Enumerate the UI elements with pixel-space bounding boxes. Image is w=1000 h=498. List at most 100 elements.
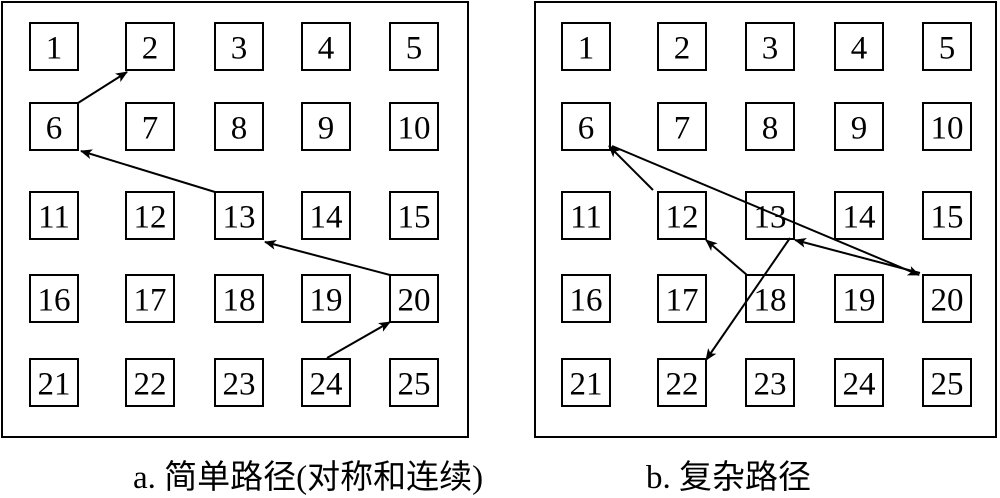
grid-cell: 15 — [922, 191, 972, 240]
cell-label: 3 — [762, 31, 779, 67]
cell-box — [657, 358, 707, 407]
cell-box — [301, 274, 351, 323]
grid-cell: 24 — [301, 358, 351, 407]
cell-label: 6 — [46, 111, 63, 147]
cell-box — [214, 191, 264, 240]
cell-label: 20 — [398, 283, 431, 319]
cell-box — [125, 274, 175, 323]
cell-box — [657, 274, 707, 323]
cell-box — [125, 22, 175, 71]
grid-cell: 24 — [834, 358, 884, 407]
grid-cell: 2 — [657, 22, 707, 71]
cell-box — [29, 358, 79, 407]
grid-cell: 22 — [657, 358, 707, 407]
cell-label: 19 — [310, 283, 343, 319]
cell-label: 23 — [754, 367, 787, 403]
cell-label: 11 — [570, 200, 602, 236]
cell-label: 7 — [674, 111, 691, 147]
grid-cell: 8 — [745, 102, 795, 151]
cell-box — [301, 358, 351, 407]
cell-label: 13 — [223, 200, 256, 236]
cell-label: 7 — [142, 111, 159, 147]
grid-cell: 11 — [29, 191, 79, 240]
cell-label: 22 — [134, 367, 167, 403]
cell-box — [301, 191, 351, 240]
cell-label: 24 — [310, 367, 343, 403]
grid-cell: 1 — [29, 22, 79, 71]
grid-cell: 7 — [125, 102, 175, 151]
grid-cell: 20 — [922, 274, 972, 323]
grid-cell: 8 — [214, 102, 264, 151]
cell-box — [389, 274, 439, 323]
cell-label: 22 — [666, 367, 699, 403]
caption-simple-path: a. 简单路径(对称和连续) — [133, 460, 484, 496]
cell-box — [214, 358, 264, 407]
cell-label: 10 — [931, 111, 964, 147]
cell-box — [561, 274, 611, 323]
grid-cell: 9 — [301, 102, 351, 151]
cell-box — [834, 22, 884, 71]
grid-cell: 22 — [125, 358, 175, 407]
path-arrow-13-to-22 — [705, 237, 791, 361]
grid-cell: 2 — [125, 22, 175, 71]
cell-label: 5 — [939, 31, 956, 67]
cell-label: 9 — [318, 111, 335, 147]
cell-label: 14 — [310, 200, 343, 236]
cell-box — [389, 102, 439, 151]
cell-label: 6 — [578, 111, 595, 147]
cell-box — [657, 191, 707, 240]
cell-box — [922, 102, 972, 151]
cell-box — [834, 274, 884, 323]
cell-box — [29, 102, 79, 151]
cell-box — [834, 358, 884, 407]
cell-label: 14 — [843, 200, 876, 236]
cell-label: 23 — [223, 367, 256, 403]
grid-cell: 9 — [834, 102, 884, 151]
cell-label: 17 — [666, 283, 699, 319]
cell-box — [29, 191, 79, 240]
cell-box — [745, 22, 795, 71]
cell-box — [29, 274, 79, 323]
grid-cell: 25 — [922, 358, 972, 407]
cell-label: 3 — [231, 31, 248, 67]
grid-cell: 17 — [125, 274, 175, 323]
cell-box — [745, 191, 795, 240]
panel-frame — [1, 1, 469, 438]
grid-cell: 25 — [389, 358, 439, 407]
cell-box — [922, 274, 972, 323]
grid-cell: 11 — [561, 191, 611, 240]
cell-box — [214, 22, 264, 71]
path-arrow-18-to-12 — [705, 239, 748, 276]
cell-label: 18 — [223, 283, 256, 319]
grid-cell: 14 — [834, 191, 884, 240]
cell-box — [301, 102, 351, 151]
cell-box — [214, 274, 264, 323]
cell-box — [922, 358, 972, 407]
cell-label: 4 — [851, 31, 868, 67]
cell-label: 4 — [318, 31, 335, 67]
cell-label: 25 — [398, 367, 431, 403]
grid-cell: 4 — [301, 22, 351, 71]
path-arrow-12-to-6 — [608, 145, 654, 191]
path-arrow-20-to-13 — [794, 237, 921, 274]
cell-label: 1 — [578, 31, 595, 67]
grid-cell: 3 — [745, 22, 795, 71]
grid-cell: 18 — [745, 274, 795, 323]
cell-label: 10 — [398, 111, 431, 147]
cell-label: 21 — [38, 367, 71, 403]
cell-box — [561, 191, 611, 240]
cell-box — [301, 22, 351, 71]
cell-box — [125, 102, 175, 151]
cell-box — [657, 22, 707, 71]
caption-complex-path: b. 复杂路径 — [646, 460, 811, 496]
cell-box — [745, 358, 795, 407]
grid-cell: 21 — [561, 358, 611, 407]
cell-box — [745, 102, 795, 151]
cell-label: 25 — [931, 367, 964, 403]
grid-cell: 13 — [745, 191, 795, 240]
cell-label: 15 — [398, 200, 431, 236]
panel-frame — [534, 1, 997, 438]
grid-cell: 17 — [657, 274, 707, 323]
